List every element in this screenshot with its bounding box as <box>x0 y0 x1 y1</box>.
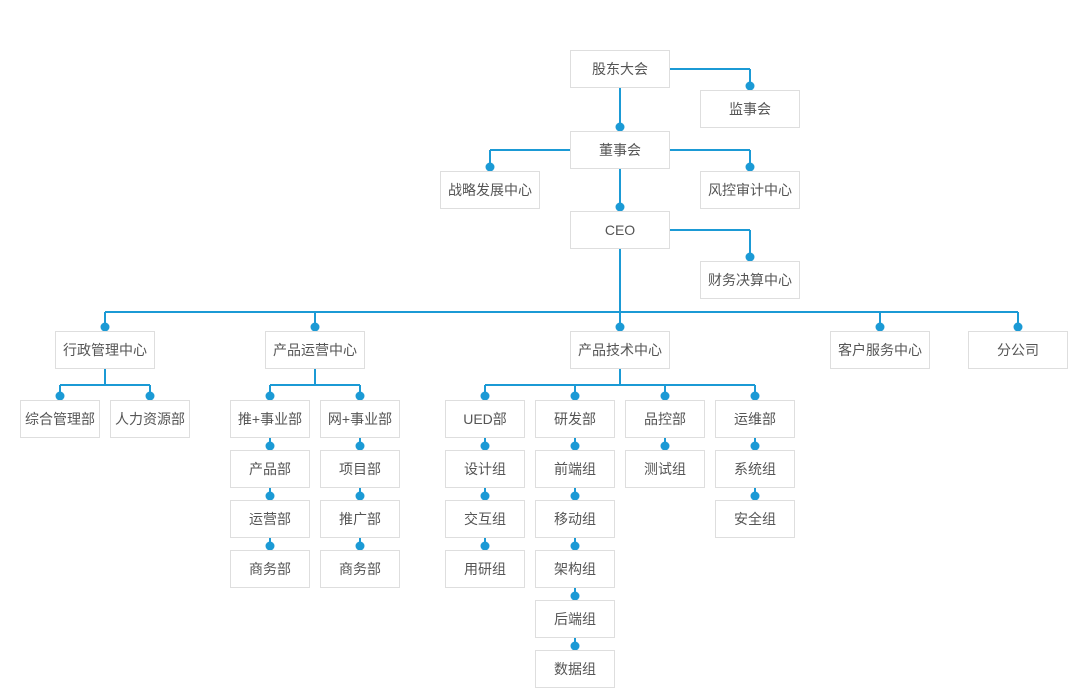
node-security-group[interactable]: 安全组 <box>715 500 795 538</box>
node-system-group[interactable]: 系统组 <box>715 450 795 488</box>
node-ceo[interactable]: CEO <box>570 211 670 249</box>
node-general-management-dept[interactable]: 综合管理部 <box>20 400 100 438</box>
node-mobile-group[interactable]: 移动组 <box>535 500 615 538</box>
node-shareholders-meeting[interactable]: 股东大会 <box>570 50 670 88</box>
node-data-group[interactable]: 数据组 <box>535 650 615 688</box>
node-interaction-group[interactable]: 交互组 <box>445 500 525 538</box>
node-promotion-dept[interactable]: 推广部 <box>320 500 400 538</box>
node-admin-management-center[interactable]: 行政管理中心 <box>55 331 155 369</box>
node-branch-company[interactable]: 分公司 <box>968 331 1068 369</box>
node-operation-dept[interactable]: 运营部 <box>230 500 310 538</box>
node-operations-maintenance-dept[interactable]: 运维部 <box>715 400 795 438</box>
connector-group <box>55 68 1023 651</box>
node-backend-group[interactable]: 后端组 <box>535 600 615 638</box>
node-customer-service-center[interactable]: 客户服务中心 <box>830 331 930 369</box>
node-finance-settlement-center[interactable]: 财务决算中心 <box>700 261 800 299</box>
node-strategy-development-center[interactable]: 战略发展中心 <box>440 171 540 209</box>
node-design-group[interactable]: 设计组 <box>445 450 525 488</box>
node-supervisory-board[interactable]: 监事会 <box>700 90 800 128</box>
node-board-of-directors[interactable]: 董事会 <box>570 131 670 169</box>
node-tui-business-division[interactable]: 推+事业部 <box>230 400 310 438</box>
node-frontend-group[interactable]: 前端组 <box>535 450 615 488</box>
node-risk-audit-center[interactable]: 风控审计中心 <box>700 171 800 209</box>
node-testing-group[interactable]: 测试组 <box>625 450 705 488</box>
node-product-technology-center[interactable]: 产品技术中心 <box>570 331 670 369</box>
node-quality-control-dept[interactable]: 品控部 <box>625 400 705 438</box>
node-ued-dept[interactable]: UED部 <box>445 400 525 438</box>
node-product-dept[interactable]: 产品部 <box>230 450 310 488</box>
node-business-dept-tui[interactable]: 商务部 <box>230 550 310 588</box>
node-architecture-group[interactable]: 架构组 <box>535 550 615 588</box>
node-human-resources-dept[interactable]: 人力资源部 <box>110 400 190 438</box>
node-wang-business-division[interactable]: 网+事业部 <box>320 400 400 438</box>
node-user-research-group[interactable]: 用研组 <box>445 550 525 588</box>
node-business-dept-wang[interactable]: 商务部 <box>320 550 400 588</box>
node-product-operation-center[interactable]: 产品运营中心 <box>265 331 365 369</box>
node-project-dept[interactable]: 项目部 <box>320 450 400 488</box>
node-rd-dept[interactable]: 研发部 <box>535 400 615 438</box>
